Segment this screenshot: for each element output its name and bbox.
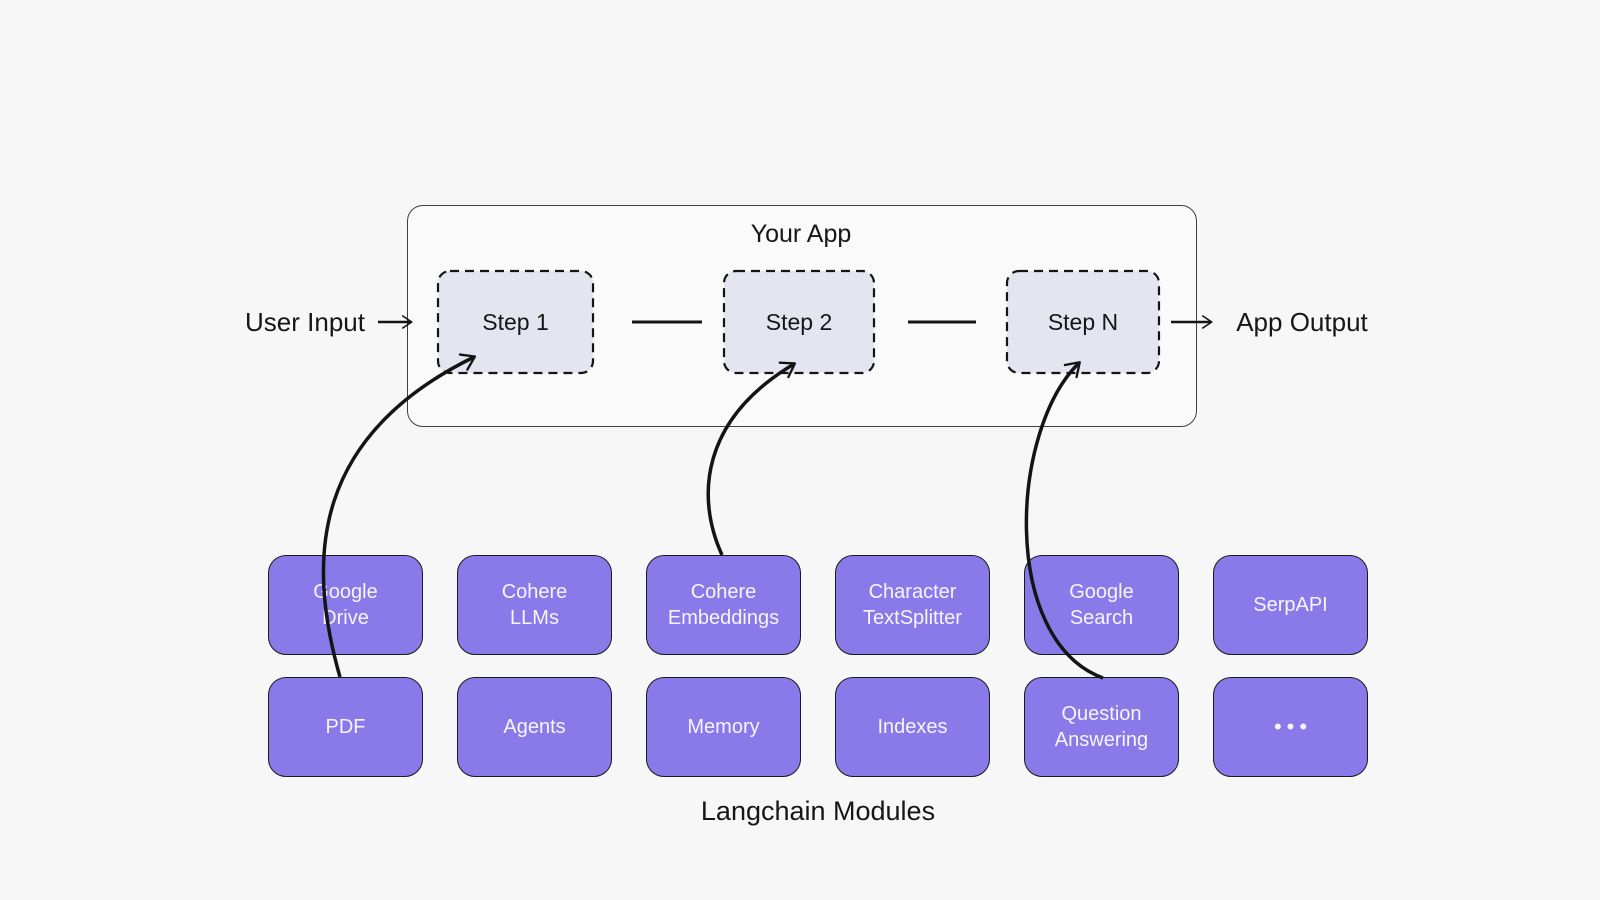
- module-ellipsis: •••: [1213, 677, 1368, 777]
- module-google-search: Google Search: [1024, 555, 1179, 655]
- module-cohere-llms: Cohere LLMs: [457, 555, 612, 655]
- module-serpapi: SerpAPI: [1213, 555, 1368, 655]
- module-pdf: PDF: [268, 677, 423, 777]
- step-n-label: Step N: [1047, 308, 1119, 335]
- module-google-drive: Google Drive: [268, 555, 423, 655]
- user-input-label: User Input: [245, 306, 365, 337]
- step-2-label: Step 2: [765, 308, 833, 335]
- module-agents: Agents: [457, 677, 612, 777]
- app-title: Your App: [750, 220, 852, 248]
- module-cohere-embeddings: Cohere Embeddings: [646, 555, 801, 655]
- modules-caption: Langchain Modules: [700, 796, 936, 826]
- module-character-textsplitter: Character TextSplitter: [835, 555, 990, 655]
- langchain-modules-grid: Google Drive Cohere LLMs Cohere Embeddin…: [268, 555, 1368, 777]
- module-memory: Memory: [646, 677, 801, 777]
- step-1-label: Step 1: [482, 308, 549, 335]
- module-question-answering: Question Answering: [1024, 677, 1179, 777]
- app-output-label: App Output: [1236, 306, 1368, 337]
- module-indexes: Indexes: [835, 677, 990, 777]
